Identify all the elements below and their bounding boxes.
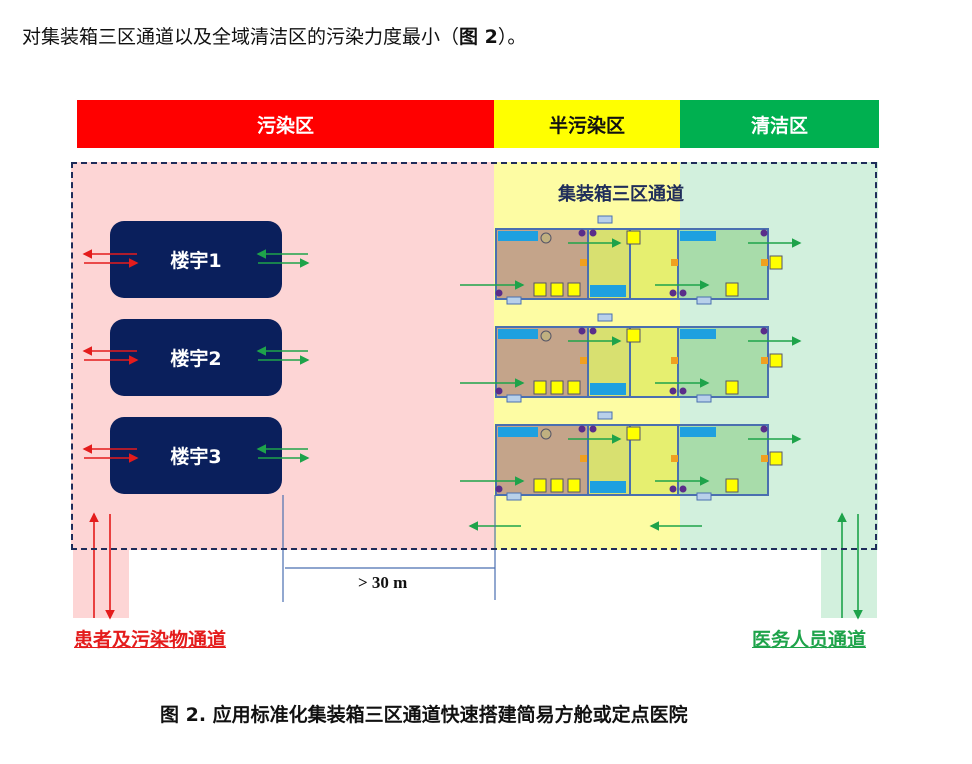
zone-label: 清洁区: [750, 114, 808, 137]
container-row: [495, 313, 783, 403]
cabinet: [626, 230, 641, 245]
bed: [680, 329, 716, 339]
cabinet: [626, 426, 641, 441]
building-2: 楼宇2: [110, 319, 282, 396]
hospital-boundary: [71, 162, 877, 550]
door-hinge: [669, 289, 677, 297]
step: [506, 296, 522, 305]
door-hinge: [760, 327, 768, 335]
sink: [580, 259, 587, 266]
figure-reference: 图 2: [459, 26, 498, 48]
cabinet: [769, 255, 783, 270]
building-1: 楼宇1: [110, 221, 282, 298]
sink: [761, 455, 768, 462]
flow-arrows: [82, 238, 863, 620]
door-hinge: [669, 387, 677, 395]
container-row: [495, 215, 783, 305]
sink: [580, 357, 587, 364]
zone-header-contaminated: 污染区: [77, 100, 494, 148]
patient-channel-label: 患者及污染物通道: [74, 629, 227, 651]
container-units: [495, 215, 783, 501]
cabinet: [533, 380, 547, 395]
step: [696, 296, 712, 305]
staff-channel-label: 医务人员通道: [752, 629, 867, 651]
door-hinge: [760, 425, 768, 433]
door-hinge: [578, 327, 586, 335]
door-hinge: [495, 387, 503, 395]
cabinet: [550, 380, 564, 395]
room-buffer-2: [629, 424, 679, 496]
bed: [498, 231, 538, 241]
bed: [590, 285, 626, 297]
sink: [761, 259, 768, 266]
intro-end: ）。: [497, 26, 527, 48]
intro-paragraph: 对集装箱三区通道以及全域清洁区的污染力度最小（图 2）。: [22, 22, 526, 49]
cabinet: [725, 380, 739, 395]
cabinet: [769, 353, 783, 368]
bed: [590, 481, 626, 493]
cabinet: [567, 380, 581, 395]
step: [696, 492, 712, 501]
sink: [671, 259, 678, 266]
staff-channel-area: [821, 550, 877, 618]
sink: [671, 357, 678, 364]
cabinet: [533, 282, 547, 297]
sink: [761, 357, 768, 364]
cabinet: [533, 478, 547, 493]
step: [506, 492, 522, 501]
door-hinge: [679, 485, 687, 493]
container-channel-title: 集装箱三区通道: [558, 184, 684, 205]
sink: [580, 455, 587, 462]
door-hinge: [495, 485, 503, 493]
intro-text: 对集装箱三区通道以及全域清洁区的污染力度最小（: [22, 26, 460, 48]
step: [597, 411, 613, 420]
building-label: 楼宇1: [170, 250, 222, 272]
zone-label: 半污染区: [548, 114, 625, 137]
door-hinge: [589, 327, 597, 335]
bed: [498, 427, 538, 437]
building-label: 楼宇3: [170, 446, 222, 468]
cabinet: [550, 282, 564, 297]
step: [597, 313, 613, 322]
cabinet: [567, 478, 581, 493]
patient-channel-area: [73, 550, 129, 618]
toilet: [540, 232, 552, 244]
cabinet: [626, 328, 641, 343]
door-hinge: [589, 425, 597, 433]
bed: [680, 427, 716, 437]
bed: [590, 383, 626, 395]
sink: [671, 455, 678, 462]
door-hinge: [578, 425, 586, 433]
bed: [498, 329, 538, 339]
building-label: 楼宇2: [170, 348, 222, 370]
zone-header-semi-contaminated: 半污染区: [494, 100, 680, 148]
cabinet: [567, 282, 581, 297]
toilet: [540, 428, 552, 440]
cabinet: [725, 282, 739, 297]
zone-label: 污染区: [256, 114, 314, 137]
door-hinge: [679, 387, 687, 395]
door-hinge: [669, 485, 677, 493]
door-hinge: [679, 289, 687, 297]
distance-label: > 30 m: [358, 573, 408, 592]
door-hinge: [578, 229, 586, 237]
door-hinge: [589, 229, 597, 237]
bed: [680, 231, 716, 241]
door-hinge: [495, 289, 503, 297]
step: [506, 394, 522, 403]
zone-header-clean: 清洁区: [680, 100, 879, 148]
cabinet: [725, 478, 739, 493]
cabinet: [769, 451, 783, 466]
figure-caption: 图 2. 应用标准化集装箱三区通道快速搭建简易方舱或定点医院: [160, 704, 688, 726]
toilet: [540, 330, 552, 342]
step: [597, 215, 613, 224]
container-row: [495, 411, 783, 501]
cabinet: [550, 478, 564, 493]
door-hinge: [760, 229, 768, 237]
building-3: 楼宇3: [110, 417, 282, 494]
step: [696, 394, 712, 403]
